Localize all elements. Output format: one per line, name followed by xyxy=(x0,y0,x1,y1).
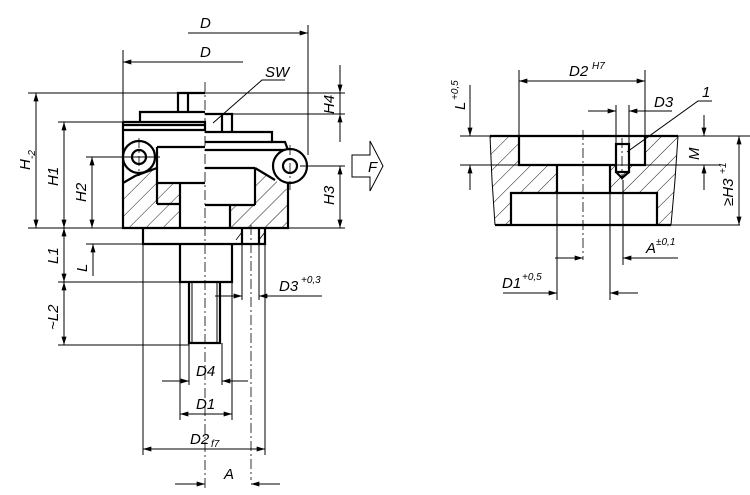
left-view: D D SW F H -2 H1 H2 H3 H4 L1 L ~L2 D3 +0… xyxy=(17,15,384,490)
body-section-left xyxy=(123,168,157,228)
dim-D2-tol: f7 xyxy=(211,439,220,450)
dim-H3-right-tol: +1 xyxy=(718,163,729,174)
dim-H2: H2 xyxy=(73,182,90,202)
dim-D1-right-tol: +0,5 xyxy=(522,272,542,283)
body-section-left-inner xyxy=(157,183,180,228)
dim-A-right: A xyxy=(645,240,656,257)
spigot xyxy=(141,228,267,246)
plate-section-left xyxy=(490,136,557,225)
dim-H-tol: -2 xyxy=(27,150,38,159)
item-number-1: 1 xyxy=(702,84,710,101)
dim-D2: D2 xyxy=(190,431,210,448)
dim-D3-right: D3 xyxy=(654,94,674,111)
dim-D4: D4 xyxy=(196,363,215,380)
item-1-leader xyxy=(626,100,712,153)
dim-D1-right: D1 xyxy=(502,275,521,292)
shank xyxy=(178,244,234,284)
dim-H: H xyxy=(17,159,34,170)
dim-D3-tol: +0,3 xyxy=(301,275,321,286)
dim-L-right-tol: +0,5 xyxy=(450,80,461,100)
dim-A: A xyxy=(223,466,234,483)
force-arrow xyxy=(351,140,384,192)
dim-D-mid: D xyxy=(200,44,211,61)
dim-H3-right: ≥H3 xyxy=(720,178,737,206)
dim-D-top: D xyxy=(200,15,211,32)
threaded-stud xyxy=(187,282,222,345)
dim-H3: H3 xyxy=(321,185,338,205)
dim-D2-right-tol: H7 xyxy=(592,61,605,72)
right-view: D2 H7 D3 1 L +0,5 M ≥H3 +1 A ±0,1 D1 +0,… xyxy=(450,61,750,300)
dim-D3: D3 xyxy=(279,278,299,295)
dim-L: L xyxy=(74,264,91,272)
body-section-right xyxy=(230,168,288,228)
plate-section-right xyxy=(610,136,678,225)
dim-L1: L1 xyxy=(45,247,62,264)
dim-D2-right: D2 xyxy=(569,63,589,80)
label-F: F xyxy=(368,159,378,176)
dim-SW: SW xyxy=(265,64,291,81)
dowel-pin xyxy=(614,142,631,174)
dim-A-right-tol: ±0,1 xyxy=(656,237,675,248)
dim-L2: ~L2 xyxy=(45,304,62,330)
dim-D1: D1 xyxy=(196,396,215,413)
sw-leader xyxy=(212,79,285,124)
dim-L-right: L xyxy=(452,102,469,110)
dim-H4: H4 xyxy=(321,95,338,114)
dim-M: M xyxy=(686,147,703,160)
dim-H1: H1 xyxy=(45,167,62,186)
